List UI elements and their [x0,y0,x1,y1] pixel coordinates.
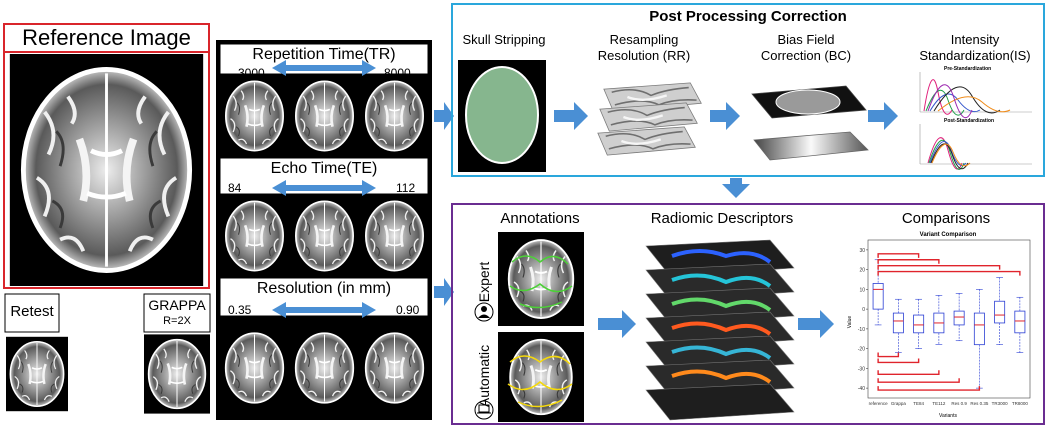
intensity-histograms [919,72,1032,170]
arrow-post-to-radiomics [722,178,750,198]
x-tick-label: reference [869,401,889,406]
grappa-label: GRAPPA [148,297,206,313]
chart-ylabel: Value [847,315,853,329]
te-min: 84 [228,181,242,195]
x-tick-label: Res 0.9 [951,401,967,406]
significance-bracket [877,264,1001,270]
retest-brain-image [6,335,68,413]
arrow-to-post [434,102,454,130]
skull-label: Skull Stripping [462,32,546,47]
chart-xlabel: Variants [939,413,957,419]
box-body [973,312,985,346]
significance-bracket [877,259,940,264]
box-body [892,312,904,334]
expert-annotation-brain [501,234,581,324]
radiomic-descriptor-stack [645,239,795,421]
box-body [913,314,925,334]
is-label-1: Intensity [950,32,1000,47]
x-tick-label: TR3000 [992,401,1009,406]
y-tick-label: -30 [858,366,865,372]
x-tick-label: Res 0.35 [970,401,989,406]
arrow-to-radiomics [434,278,454,306]
grappa-sublabel: R=2X [163,315,191,327]
y-tick-label: 30 [859,248,865,254]
y-tick-label: 20 [859,268,865,274]
significance-bracket [877,378,960,383]
box-body [1014,310,1026,334]
res-min: 0.35 [228,303,252,317]
reference-panel-border [3,23,210,289]
x-tick-label: Grappa [891,401,907,406]
tr-min: 3000 [238,66,265,80]
significance-bracket [877,253,920,258]
chart-title: Variant Comparison [919,232,977,238]
expert-label: Expert [476,261,492,303]
y-tick-label: 0 [862,307,865,313]
box-body [994,300,1006,324]
expert-user-icon [474,302,494,322]
automatic-label: Automatic [476,344,492,408]
bc-label-2: Correction (BC) [760,48,852,63]
grappa-brain-image [144,334,210,414]
tr-title: Repetition Time(TR) [252,46,396,63]
box-body [872,283,884,310]
skull-stripped-mask [465,66,539,164]
x-tick-label: TE112 [932,401,945,406]
y-tick-label: -20 [858,347,865,353]
res-max: 0.90 [396,303,420,317]
significance-bracket [877,370,940,375]
radiomics-panel [451,203,1045,425]
y-tick-label: -10 [858,327,865,333]
descriptors-title: Radiomic Descriptors [650,210,794,227]
post-standardization-label: Post-Standardization [944,118,995,124]
post-title: Post Processing Correction [649,8,847,25]
automatic-laptop-icon [474,400,494,420]
x-tick-label: TR8000 [1012,401,1029,406]
y-tick-label: 10 [859,287,865,293]
significance-bracket [877,358,920,364]
retest-label: Retest [10,303,54,320]
tr-max: 8000 [384,66,411,80]
reference-brain-image [10,54,203,286]
reference-title: Reference Image [22,25,191,50]
y-tick-label: -40 [858,386,865,392]
x-tick-label: TE84 [913,401,924,406]
res-title: Resolution (in mm) [256,280,392,297]
rr-label-2: Resolution (RR) [597,48,691,63]
post-processing-panel [451,3,1045,177]
significance-bracket [877,352,900,358]
box-body [953,310,965,326]
significance-bracket [877,270,1021,276]
bias-field-plane [753,131,869,161]
is-label-2: Standardization(IS) [919,48,1031,63]
double-arrows [272,60,376,318]
te-title: Echo Time(TE) [270,160,378,177]
rr-label-1: Resampling [609,32,679,47]
pre-standardization-label: Pre-Standardization [944,66,992,72]
comparisons-title: Comparisons [901,210,991,227]
annotations-title: Annotations [500,210,580,227]
te-max: 112 [396,181,416,195]
bc-label-1: Bias Field [777,32,835,47]
significance-bracket [877,386,981,391]
